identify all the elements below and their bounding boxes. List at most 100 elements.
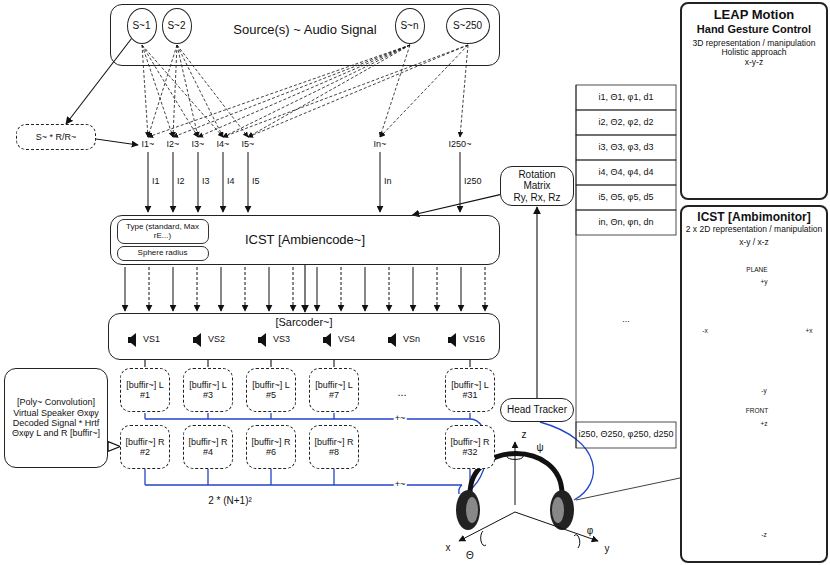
channel-arrow — [269, 267, 270, 311]
connector — [333, 360, 334, 367]
node-title: S~n — [400, 20, 418, 32]
node-title: [Sarcoder~] — [275, 316, 332, 329]
node-title: LEAP Motion — [714, 8, 795, 23]
ear-pad — [552, 497, 564, 523]
axis-label: -z — [760, 531, 767, 538]
ear-pad — [466, 497, 478, 523]
speaker-body — [388, 337, 391, 343]
signal-route — [177, 45, 223, 137]
reverb-box: S~ * R/R~ — [16, 124, 96, 150]
signal-route — [198, 45, 410, 137]
speaker-label: VS2 — [207, 335, 226, 345]
table-cell-border — [576, 135, 676, 160]
table-cell-border — [576, 422, 676, 448]
node-text: Ry, Rx, Rz — [513, 192, 560, 204]
axis-label: +x — [804, 327, 813, 334]
node-title: ICST [Ambimonitor] — [697, 211, 810, 225]
table-cell: i3, Θ3, φ3, d3 — [598, 143, 655, 153]
speaker-label: VSn — [402, 335, 421, 345]
channel-arrow — [389, 267, 390, 311]
buffer-box: [buffir~] R #8 — [309, 425, 359, 469]
decoder-box: [Sarcoder~] — [108, 313, 500, 360]
axis-label: Θ — [465, 550, 475, 561]
source-circle: S~1 — [127, 8, 157, 44]
formula-label: 2 * (N+1)² — [207, 495, 253, 506]
speaker-body — [258, 337, 261, 343]
source-circle: S~2 — [162, 8, 192, 44]
node-title: ICST [Ambiencode~] — [245, 233, 365, 248]
buffer-box: [buffir~] L #1 — [120, 368, 170, 412]
table-cell-border — [576, 85, 676, 110]
y-axis — [515, 512, 598, 541]
signal-route — [223, 45, 410, 137]
channel-arrow — [413, 267, 414, 311]
signal-label: I250 — [463, 177, 483, 187]
buffer-box: [buffir~] L #31 — [445, 368, 495, 412]
monitor-link — [576, 478, 680, 500]
signal-route — [248, 45, 468, 137]
connector — [412, 195, 500, 215]
input-arrow — [173, 152, 174, 212]
node-text: x-y / x-z — [739, 238, 769, 248]
speaker-label: VS4 — [337, 335, 356, 345]
signal-route — [460, 45, 468, 137]
connector — [108, 446, 119, 447]
input-arrow — [148, 152, 149, 212]
rotation-arrow — [574, 535, 580, 548]
left-sum-wire — [145, 413, 470, 419]
node-title: [buffir~] L #5 — [250, 380, 292, 401]
connector — [304, 265, 305, 312]
signal-label: I4~ — [216, 140, 231, 150]
speaker-icon — [193, 333, 201, 347]
speaker-cone — [326, 333, 331, 347]
signal-label: In~ — [373, 140, 388, 150]
channel-arrow — [149, 267, 150, 311]
node-title: [buffir~] R #32 — [449, 437, 491, 458]
table-rule — [576, 85, 577, 448]
buffer-box: [buffir~] L #5 — [246, 368, 296, 412]
signal-route — [142, 45, 223, 137]
right-sum-wire — [145, 469, 470, 485]
speaker-cone — [131, 333, 136, 347]
rotation-box: Rotation MatrixRy, Rx, Rz — [500, 166, 574, 206]
signal-route — [142, 45, 148, 137]
signal-label: I250~ — [448, 140, 473, 150]
node-title: [buffir~] L #31 — [449, 380, 491, 401]
source-circle: S~250 — [446, 8, 490, 44]
table-cell: ... — [621, 315, 631, 325]
node-title: [buffir~] L #1 — [124, 380, 166, 401]
axis-label: +z — [759, 420, 768, 427]
encoder-box: Type (standard, Max rE...)Sphere radiusI… — [110, 215, 500, 265]
signal-route — [142, 45, 198, 137]
sum-label: +~ — [394, 480, 407, 490]
type-box: Type (standard, Max rE...) — [117, 219, 209, 244]
node-text: x-y-z — [745, 58, 763, 68]
table-cell: i1, Θ1, φ1, d1 — [598, 93, 655, 103]
right-to-headphone-wire — [459, 485, 462, 494]
axis-label: +y — [759, 278, 768, 285]
node-title: [buffir~] R #8 — [313, 437, 355, 458]
ear-cup — [456, 490, 480, 530]
node-text: Holistic approach — [721, 48, 786, 58]
connector — [207, 360, 208, 367]
input-arrow — [460, 152, 461, 212]
input-arrow — [223, 152, 224, 212]
connector — [536, 207, 537, 398]
sum-label: +~ — [394, 414, 407, 424]
input-arrow — [248, 152, 249, 212]
axis-label: -x — [701, 327, 708, 334]
connector — [66, 39, 131, 124]
signal-route — [148, 45, 177, 137]
speaker-icon — [448, 333, 456, 347]
source-group: S~1S~2S~nS~250Source(s) ~ Audio Signal — [110, 4, 500, 66]
axis-label: φ — [586, 525, 594, 536]
speaker-cone — [451, 333, 456, 347]
node-text: Hand Gesture Control — [697, 23, 811, 36]
node-title: S~1 — [132, 20, 150, 32]
signal-route — [380, 45, 410, 137]
speaker-cone — [391, 333, 396, 347]
channel-arrow — [245, 267, 246, 311]
table-cell-border — [576, 160, 676, 185]
channel-arrow — [197, 267, 198, 311]
buffer-box: [buffir~] L #7 — [309, 368, 359, 412]
